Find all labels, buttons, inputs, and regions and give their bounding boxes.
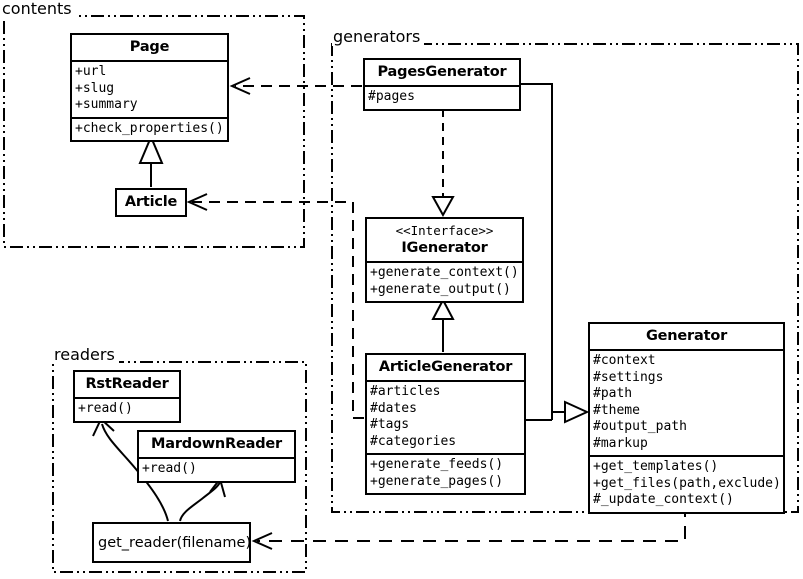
attribute-row: #output_path xyxy=(593,419,687,434)
methods-section: +generate_feeds() +generate_pages() xyxy=(367,453,524,493)
class-box-page: Page +url +slug +summary +check_properti… xyxy=(70,33,229,142)
package-label-contents: contents xyxy=(1,1,76,18)
attributes-section: #articles #dates #tags #categories xyxy=(367,380,524,453)
class-title: Article xyxy=(124,194,178,210)
package-label-generators: generators xyxy=(332,29,425,46)
attribute-row: #dates xyxy=(370,400,417,416)
stereotype-label: <<Interface>> xyxy=(395,223,494,238)
arrow-getreader-to-rstreader-curve xyxy=(101,423,169,522)
class-box-igenerator: <<Interface>> IGenerator +generate_conte… xyxy=(365,217,524,303)
dependency-articlegenerator-to-article-arrowhead xyxy=(186,193,208,211)
attribute-row: +summary xyxy=(75,97,138,112)
class-box-mardownreader: MardownReader +read() xyxy=(137,430,296,483)
attribute-row: #path xyxy=(593,386,633,401)
function-label: get_reader(filename) xyxy=(98,535,252,551)
attribute-row: #pages xyxy=(368,89,415,104)
methods-section: +check_properties() xyxy=(72,116,227,141)
class-title: ArticleGenerator xyxy=(378,359,513,375)
methods-section: +get_templates() +get_files(path,exclude… xyxy=(590,455,783,512)
class-box-article: Article xyxy=(115,188,187,217)
function-box-getreader: get_reader(filename) xyxy=(92,522,251,563)
method-row: +generate_pages() xyxy=(370,473,504,489)
realization-pagesgenerator-to-igenerator-triangle xyxy=(431,196,455,218)
method-row: +generate_output() xyxy=(370,281,511,297)
attribute-row: #categories xyxy=(370,433,457,449)
package-border-readers xyxy=(52,361,307,573)
generalization-article-to-page-triangle xyxy=(138,134,164,164)
dependency-generator-to-getreader-line xyxy=(257,504,686,542)
attributes-section: +url +slug +summary xyxy=(72,60,227,117)
attribute-row: #tags xyxy=(370,417,410,432)
class-box-rstreader: RstReader +read() xyxy=(73,370,181,423)
method-row: +read() xyxy=(78,401,133,416)
attributes-section: #context #settings #path #theme #output_… xyxy=(590,349,783,455)
dependency-generator-to-getreader-arrowhead xyxy=(251,532,273,550)
attribute-row: #articles xyxy=(370,384,441,399)
attribute-row: +url xyxy=(75,64,107,79)
dependency-pagesgenerator-to-page-arrowhead xyxy=(229,77,251,95)
class-box-generator: Generator #context #settings #path #them… xyxy=(588,322,785,514)
attribute-row: #theme xyxy=(593,402,640,418)
methods-section: +generate_context() +generate_output() xyxy=(367,261,522,301)
method-row: +get_templates() xyxy=(593,459,719,474)
attribute-row: #markup xyxy=(593,435,648,451)
class-box-articlegenerator: ArticleGenerator #articles #dates #tags … xyxy=(365,353,526,495)
class-title: MardownReader xyxy=(151,436,282,452)
class-title: PagesGenerator xyxy=(377,64,507,80)
generalization-articlegenerator-to-igenerator-triangle xyxy=(431,297,455,320)
class-title: RstReader xyxy=(85,376,169,392)
generalization-to-generator-triangle xyxy=(564,400,590,424)
method-row: #_update_context() xyxy=(593,492,734,507)
method-row: +generate_context() xyxy=(370,265,519,280)
methods-section: +read() xyxy=(139,457,294,481)
package-border-generators xyxy=(331,43,799,513)
class-title: Page xyxy=(129,39,170,55)
attribute-row: #settings xyxy=(593,369,664,385)
attribute-row: #context xyxy=(593,353,656,368)
arrow-getreader-to-mardownreader-curve xyxy=(179,481,221,522)
attributes-section: #pages xyxy=(365,85,519,109)
class-title: Generator xyxy=(645,328,728,344)
method-row: +read() xyxy=(142,461,197,476)
methods-section: +read() xyxy=(75,397,179,421)
package-label-readers: readers xyxy=(53,347,119,364)
method-row: +get_files(path,exclude) xyxy=(593,475,781,491)
class-title: IGenerator xyxy=(401,240,488,256)
attribute-row: +slug xyxy=(75,80,115,96)
method-row: +check_properties() xyxy=(75,120,224,136)
method-row: +generate_feeds() xyxy=(370,457,504,472)
class-title-block: <<Interface>> IGenerator xyxy=(367,219,522,261)
generalization-pagesgenerator-to-generator-line xyxy=(520,83,553,420)
class-box-pagesgenerator: PagesGenerator #pages xyxy=(363,58,521,111)
dependency-articlegenerator-to-article-line xyxy=(192,201,364,419)
package-border-contents xyxy=(3,15,305,248)
